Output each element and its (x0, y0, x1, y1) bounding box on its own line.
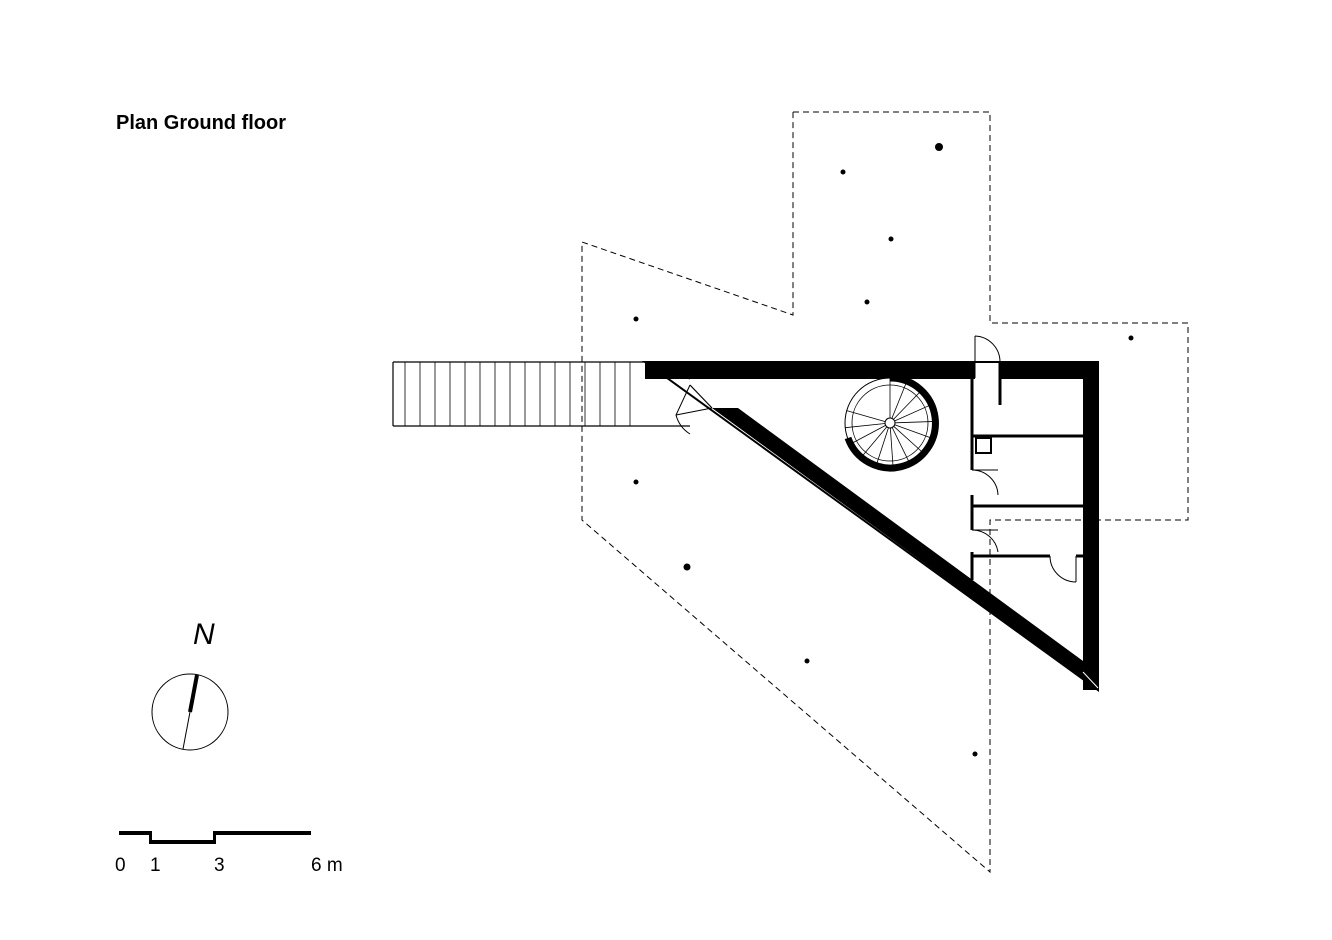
stair-tread (893, 426, 924, 454)
tree-dot (683, 563, 691, 571)
scale-tick-0: 0 (115, 855, 126, 876)
tree-dot (935, 143, 943, 151)
stair-tread (894, 424, 933, 439)
tree-dot (1128, 335, 1134, 341)
interior-partitions (970, 335, 1083, 583)
stair-tread (891, 427, 911, 464)
entrance-door (675, 384, 713, 435)
scale-bar (119, 831, 311, 844)
stair-tread (889, 427, 894, 468)
east-wall (1083, 362, 1098, 690)
entrance-steps (392, 361, 690, 427)
north-label: N (193, 618, 215, 651)
stair-tread (891, 381, 908, 419)
site-boundary (581, 111, 1189, 874)
scale-tick-1: 1 (150, 855, 161, 876)
tree-dot (840, 169, 846, 175)
diagonal-wall (712, 408, 1098, 690)
scale-tick-3: 3 (214, 855, 225, 876)
stair-tread (850, 424, 886, 445)
tree-dot (888, 236, 894, 242)
stair-tread (893, 390, 922, 420)
plan-title: Plan Ground floor (116, 112, 286, 134)
north-wall-east (1000, 362, 1098, 379)
stair-tread (845, 423, 886, 429)
stair-tread (894, 404, 932, 422)
tree-dot (864, 299, 870, 305)
north-arrow (151, 673, 229, 751)
north-wall (645, 362, 975, 379)
tree-dot (633, 479, 639, 485)
stair-tread (860, 426, 888, 458)
building-walls (641, 361, 1099, 692)
stair-tread (875, 427, 889, 466)
scale-tick-6: 6 m (311, 855, 343, 876)
stair-tread (894, 421, 935, 424)
site-dots (633, 143, 1134, 757)
tree-dot (633, 316, 639, 322)
tree-dot (804, 658, 810, 664)
tree-dot (972, 751, 978, 757)
stair-tread (846, 410, 886, 423)
spiral-staircase (844, 374, 939, 472)
